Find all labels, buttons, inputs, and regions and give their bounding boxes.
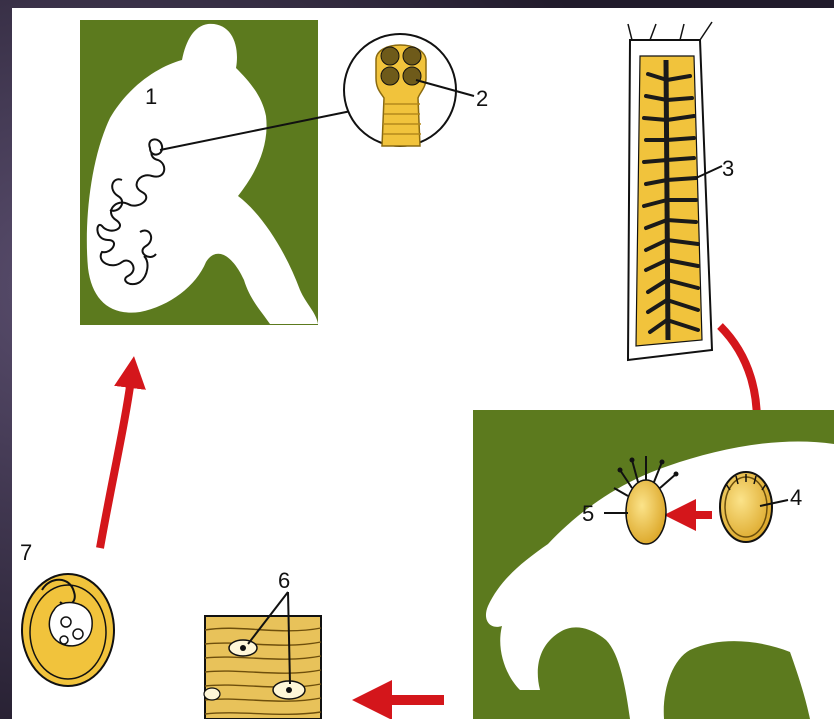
label-6: 6 [278,568,290,593]
label-2: 2 [476,86,488,111]
label-7: 7 [20,540,32,565]
human-host-panel: 1 [80,20,356,325]
label-5: 5 [582,501,594,526]
label-4: 4 [790,485,802,510]
label-3: 3 [722,156,734,181]
cow-host-panel: 4 5 [473,410,834,719]
label-1: 1 [145,84,157,109]
